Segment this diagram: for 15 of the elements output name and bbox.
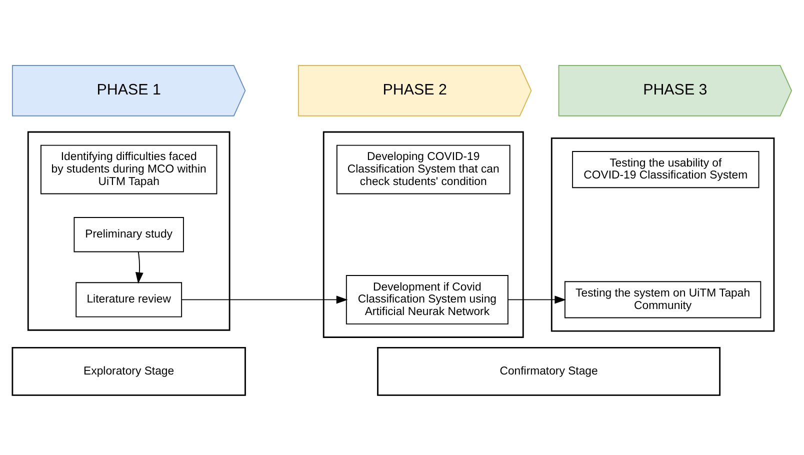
node-box: Confirmatory Stage <box>377 346 721 396</box>
cluster <box>27 131 230 331</box>
node-box: Testing the system on UiTM Tapah Community <box>564 281 762 318</box>
node-box: Preliminary study <box>74 217 184 252</box>
node-box: Exploratory Stage <box>12 346 246 396</box>
node-box: Literature review <box>76 282 182 318</box>
arrow <box>135 251 144 284</box>
node-box: Development if Covid Classification System using Artificial Neurak Network <box>346 275 508 324</box>
node-box: Identifying difficulties faced by students during MCO within UiTM Tapah <box>40 144 218 194</box>
arrow <box>508 296 566 304</box>
cluster <box>550 137 775 332</box>
node-box: Testing the usability of COVID-19 Classification System <box>572 151 760 188</box>
node-box: Developing COVID-19 Classification System that can check students' condition <box>336 144 510 194</box>
cluster <box>322 131 524 338</box>
arrow <box>181 296 348 304</box>
